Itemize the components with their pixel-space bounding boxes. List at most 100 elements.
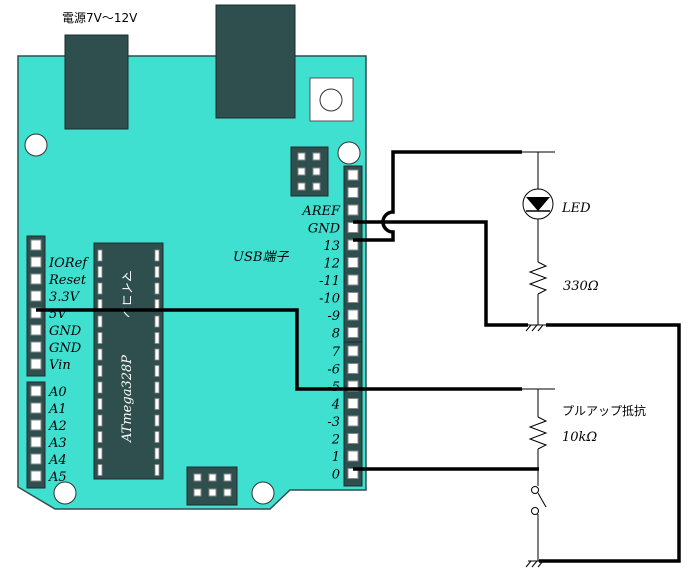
chip-kana: マイコン bbox=[120, 270, 134, 318]
header-pin bbox=[347, 327, 359, 338]
header-pin bbox=[347, 380, 359, 392]
header-pin bbox=[30, 358, 42, 370]
chip-pin bbox=[154, 381, 160, 394]
resistor-330-symbol bbox=[528, 261, 548, 295]
pin-label: 3.3V bbox=[49, 290, 81, 305]
chip-name: ATmega328P bbox=[120, 355, 135, 443]
chip-pin bbox=[154, 266, 160, 278]
usb-connector bbox=[215, 4, 296, 119]
header-pin bbox=[30, 470, 42, 482]
pin-label: 2 bbox=[331, 433, 340, 448]
pin-label: 1 bbox=[332, 450, 340, 465]
pin-label: Reset bbox=[48, 273, 87, 288]
chip-pin bbox=[154, 315, 160, 328]
header-pin bbox=[347, 363, 359, 374]
header-pin bbox=[30, 256, 42, 268]
icsp-pin bbox=[312, 152, 321, 161]
chip-pin bbox=[154, 398, 160, 410]
icsp-header-bottom bbox=[186, 466, 238, 506]
pin-label: -9 bbox=[327, 309, 340, 324]
header-pin bbox=[347, 187, 359, 198]
chip-pin bbox=[154, 447, 160, 460]
chip-pin bbox=[97, 365, 103, 377]
power-jack-label: 電源7V〜12V bbox=[62, 11, 138, 25]
pin-label: GND bbox=[49, 341, 82, 356]
header-pin bbox=[30, 341, 42, 353]
icsp-pin bbox=[312, 182, 321, 191]
header-pin bbox=[30, 419, 42, 431]
mounting-hole bbox=[337, 141, 361, 165]
header-pin bbox=[347, 415, 359, 427]
chip-pin bbox=[97, 249, 103, 262]
chip-pin bbox=[154, 365, 160, 377]
icsp-pin bbox=[193, 488, 202, 497]
icsp-pin bbox=[223, 488, 232, 497]
pullup-value: 10kΩ bbox=[562, 430, 597, 445]
pin-label: A4 bbox=[48, 453, 67, 468]
header-pin bbox=[347, 274, 359, 286]
header-pin bbox=[30, 324, 42, 336]
mounting-hole bbox=[24, 133, 48, 157]
chip-pin bbox=[97, 464, 103, 476]
header-pin bbox=[30, 307, 42, 319]
chip-pin bbox=[154, 348, 160, 361]
icsp-pin bbox=[223, 473, 232, 482]
wire-pin13 bbox=[353, 150, 522, 242]
header-pin bbox=[347, 222, 359, 233]
ground-symbol bbox=[525, 560, 546, 568]
pin-label: A1 bbox=[48, 402, 67, 417]
pin-label: -11 bbox=[319, 274, 340, 289]
usb-label: USB端子 bbox=[233, 250, 289, 265]
chip-pin bbox=[154, 332, 160, 344]
wire-5v bbox=[36, 308, 522, 391]
header-pin bbox=[347, 204, 359, 216]
chip-pin bbox=[154, 464, 160, 476]
icsp-pin bbox=[208, 473, 217, 482]
header-pin bbox=[347, 309, 359, 321]
icsp-pin bbox=[193, 473, 202, 482]
icsp-pin bbox=[297, 152, 306, 161]
header-pin bbox=[347, 398, 359, 409]
pin-label: 4 bbox=[331, 398, 340, 413]
header-pin bbox=[30, 402, 42, 414]
pin-label: GND bbox=[308, 222, 341, 237]
pin-label: GND bbox=[49, 324, 82, 339]
header-pin bbox=[30, 290, 42, 302]
icsp-pin bbox=[312, 167, 321, 176]
atmega-chip: ATmega328P マイコン bbox=[93, 242, 164, 480]
reset-button-knob bbox=[319, 88, 343, 112]
chip-pin bbox=[97, 282, 103, 295]
header-pin bbox=[347, 257, 359, 268]
header-pin bbox=[347, 169, 359, 181]
pin-label: -6 bbox=[327, 363, 340, 378]
pin-label: A5 bbox=[48, 470, 67, 485]
icsp-pin bbox=[208, 488, 217, 497]
resistor-330-label: 330Ω bbox=[563, 279, 599, 294]
power-jack bbox=[64, 34, 129, 130]
resistor-10k-symbol bbox=[528, 416, 548, 450]
pin-label: 13 bbox=[323, 239, 340, 254]
icsp-pin bbox=[297, 182, 306, 191]
header-pin bbox=[30, 239, 42, 251]
chip-pin bbox=[97, 381, 103, 394]
push-switch-symbol bbox=[531, 486, 547, 515]
pin-label: 8 bbox=[332, 327, 340, 342]
chip-pin bbox=[97, 447, 103, 460]
led-label: LED bbox=[561, 201, 591, 216]
chip-pin bbox=[97, 315, 103, 328]
chip-pin bbox=[97, 332, 103, 344]
chip-pin bbox=[97, 266, 103, 278]
header-pin bbox=[347, 450, 359, 462]
icsp-header-top bbox=[290, 146, 329, 197]
chip-pin bbox=[154, 282, 160, 295]
pin-label: -3 bbox=[327, 415, 340, 430]
header-pin bbox=[30, 453, 42, 465]
chip-pin bbox=[97, 398, 103, 410]
header-pin bbox=[30, 385, 42, 397]
pin-label: 7 bbox=[332, 345, 341, 360]
header-pin bbox=[347, 292, 359, 303]
pin-label: A0 bbox=[48, 385, 67, 400]
